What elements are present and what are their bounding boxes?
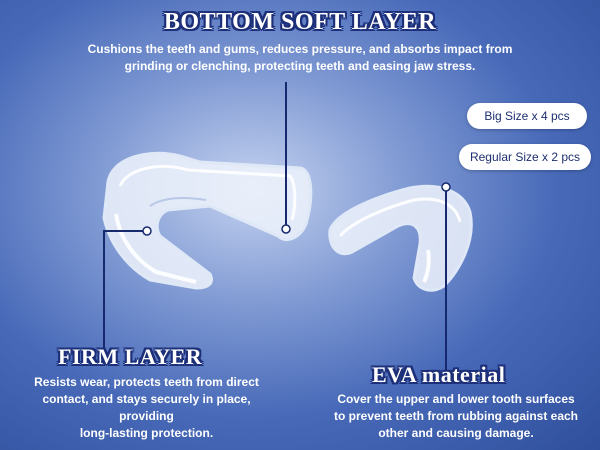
eva-material-line-3: other and causing damage. (378, 426, 534, 440)
big-size-badge: Big Size x 4 pcs (467, 103, 587, 129)
firm-layer-line-2: contact, and stays securely in place, pr… (42, 392, 251, 423)
firm-layer-line-1: Resists wear, protects teeth from direct (34, 375, 259, 389)
eva-material-title: EVA material (372, 362, 506, 387)
pointer-firm-layer (103, 226, 152, 352)
firm-layer-description: Resists wear, protects teeth from direct… (14, 374, 279, 442)
firm-layer-title: FIRM LAYER (58, 344, 203, 369)
bottom-soft-layer-description: Cushions the teeth and gums, reduces pre… (40, 41, 560, 75)
pointer-eva-material (441, 182, 451, 372)
firm-layer-line-3: long-lasting protection. (79, 426, 214, 440)
bottom-soft-layer-title: BOTTOM SOFT LAYER (163, 9, 437, 35)
right-mouthguard (328, 184, 473, 292)
eva-material-description: Cover the upper and lower tooth surfaces… (318, 391, 594, 442)
regular-size-badge: Regular Size x 2 pcs (459, 144, 591, 170)
eva-material-line-1: Cover the upper and lower tooth surfaces (337, 392, 575, 406)
left-mouthguard (102, 151, 313, 290)
bottom-soft-layer-line-1: Cushions the teeth and gums, reduces pre… (87, 42, 513, 56)
eva-material-line-2: to prevent teeth from rubbing against ea… (333, 409, 579, 423)
bottom-soft-layer-line-2: grinding or clenching, protecting teeth … (124, 59, 476, 73)
pointer-bottom-layer (281, 82, 291, 234)
